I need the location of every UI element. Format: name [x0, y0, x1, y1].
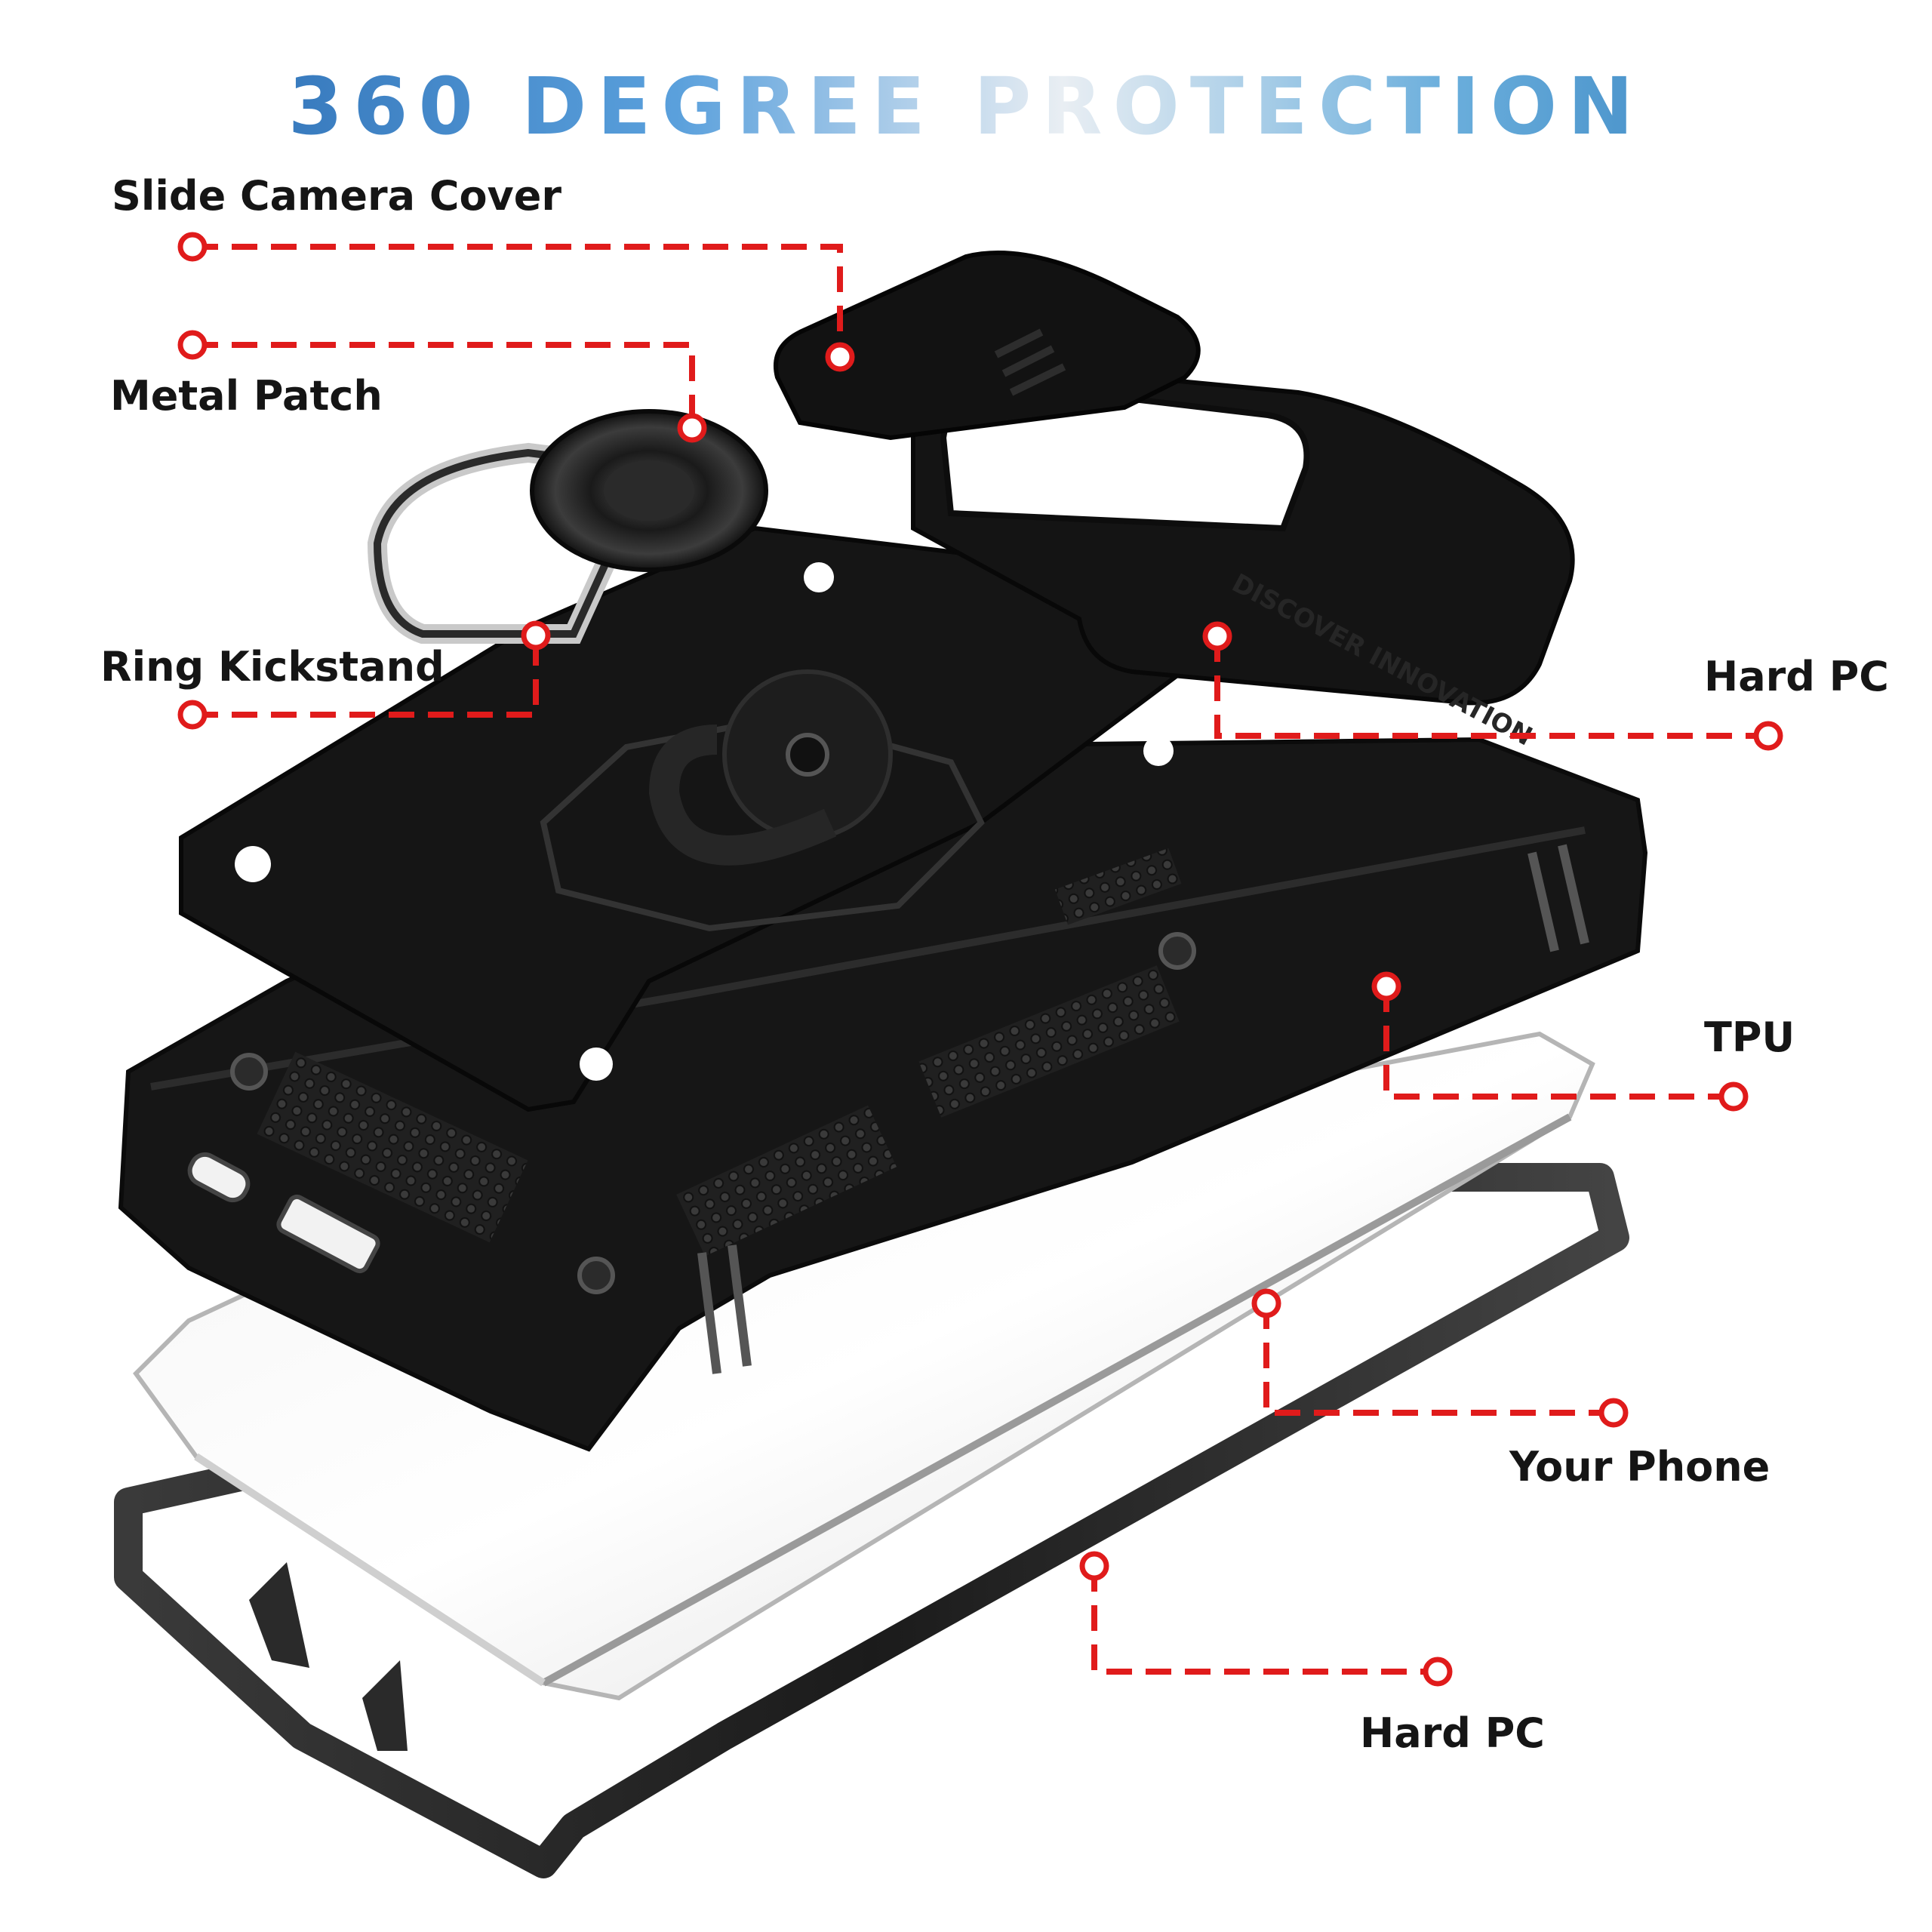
hard-pc-armor-plate	[179, 525, 1196, 1112]
leader-hard-pc-top	[1214, 636, 1768, 739]
phone-illustration	[133, 1031, 1595, 1701]
label-tpu: TPU	[1704, 1014, 1795, 1061]
label-your-phone: Your Phone	[1509, 1443, 1770, 1491]
leader-lines	[192, 244, 1768, 1675]
page-title: 360 DEGREE PROTECTION	[0, 60, 1932, 152]
label-slide-camera-cover: Slide Camera Cover	[112, 172, 562, 220]
leader-hard-pc-bottom	[1091, 1566, 1438, 1675]
camera-housing: DISCOVER INNOVATION	[910, 359, 1575, 752]
leader-metal-patch	[192, 342, 695, 428]
label-hard-pc-top: Hard PC	[1704, 653, 1889, 700]
slide-camera-cover	[774, 251, 1201, 441]
leader-ring-kickstand	[192, 635, 539, 718]
label-hard-pc-bottom: Hard PC	[1360, 1709, 1545, 1757]
leader-slide-camera-cover	[192, 244, 843, 357]
ring-kickstand	[367, 409, 768, 644]
label-metal-patch: Metal Patch	[110, 372, 383, 420]
label-ring-kickstand: Ring Kickstand	[100, 643, 445, 691]
leader-endpoints	[177, 232, 1783, 1687]
